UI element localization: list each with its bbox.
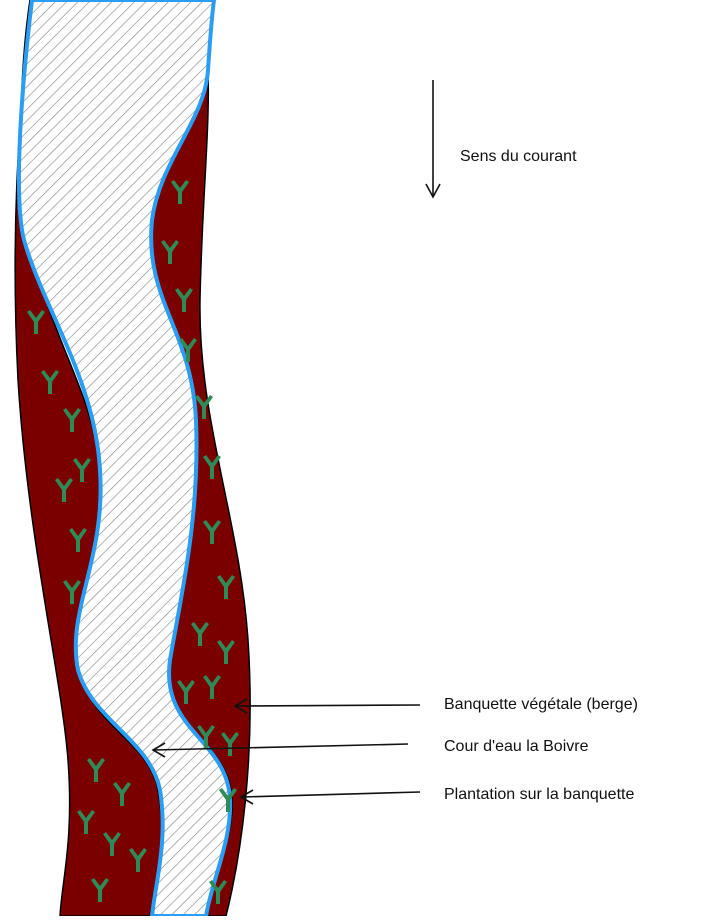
legend-bank-label: Banquette végétale (berge) <box>444 696 638 714</box>
legend-river-label: Cour d'eau la Boivre <box>444 738 588 756</box>
legend-planting-label: Plantation sur la banquette <box>444 786 634 804</box>
arrow-down-icon <box>426 80 440 197</box>
flow-direction-label: Sens du courant <box>460 148 577 166</box>
legend-pointer-planting <box>241 790 420 804</box>
legend-pointer-bank <box>235 699 420 713</box>
